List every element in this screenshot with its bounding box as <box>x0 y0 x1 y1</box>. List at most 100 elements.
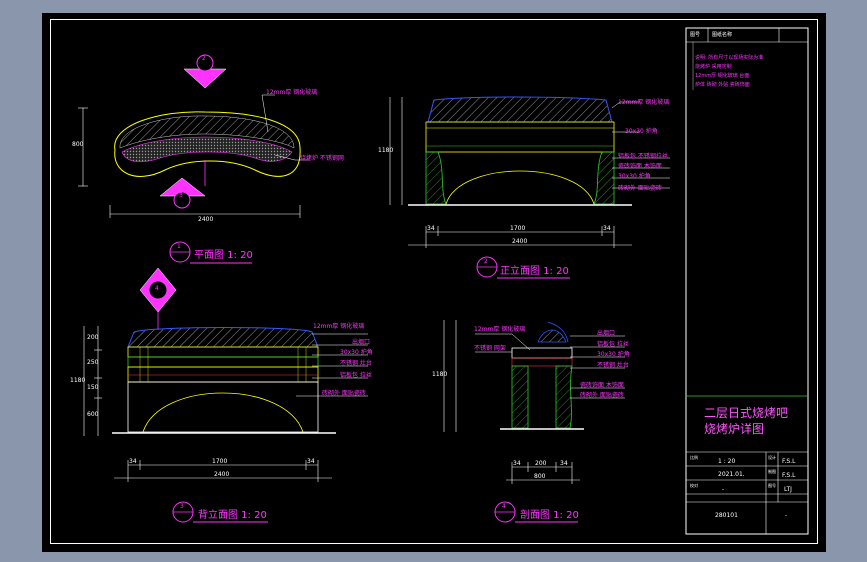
back-dim-height: 1180 <box>70 377 86 384</box>
plan-callout-1: 12mm厚 钢化玻璃 <box>266 89 318 96</box>
section-callout-4: 不锈钢 灶台 <box>597 362 629 369</box>
tb-sheet-value: LTJ <box>784 486 792 493</box>
tb-note-4: 炉体 砖砌 外贴 瓷砖饰面 <box>695 82 750 88</box>
back-dim-left-3: 150 <box>87 384 99 391</box>
tb-sheet-label: 图号 <box>768 483 776 488</box>
front-callout-4: 瓷砖饰面 木饰面 <box>618 163 662 170</box>
section-left-callout-1: 12mm厚 钢化玻璃 <box>474 326 526 333</box>
section-left-callout-2: 不锈钢 网架 <box>474 345 506 352</box>
title-block-frame <box>685 27 809 535</box>
plan-callout-2: 烧烤炉 不锈钢网 <box>300 155 344 162</box>
plan-marker-number: 2 <box>202 55 206 62</box>
section-dim-total: 800 <box>534 473 546 480</box>
tb-note-3: 12mm厚 钢化玻璃 台面 <box>695 73 750 79</box>
plan-marker-bottom-number: 3 <box>179 192 183 199</box>
plan-leader-1 <box>261 94 275 133</box>
plan-view-marker-top <box>183 54 227 89</box>
plan-grill-mesh <box>121 136 293 163</box>
tb-page-value: - <box>785 512 788 519</box>
back-glass-top <box>127 327 319 348</box>
back-elevation <box>83 326 368 482</box>
front-view-title: 正立面图 1: 20 <box>500 266 569 277</box>
back-callout-1: 12mm厚 钢化玻璃 <box>313 323 365 330</box>
front-callout-2: 30x30 护角 <box>625 128 658 135</box>
front-callout-6: 砖砌外 面贴瓷砖 <box>618 185 662 192</box>
section-glass <box>537 329 567 343</box>
front-dim-mid: 1700 <box>510 225 526 232</box>
back-title-marker <box>172 501 268 523</box>
tb-code-value: 280101 <box>715 512 738 519</box>
tb-scale-label: 比例 <box>690 455 698 460</box>
section-title-number: 4 <box>502 503 506 510</box>
back-callout-4: 不锈钢 灶台 <box>340 360 372 367</box>
front-callout-1: 12mm厚 钢化玻璃 <box>618 99 670 106</box>
section-right-leg <box>555 365 573 429</box>
tb-note-2: 烧烤炉 采用定制 <box>695 64 732 70</box>
section-dim-right: 34 <box>560 460 568 467</box>
tb-checker-value: - <box>722 486 725 493</box>
tb-drafter-value: F.S.L <box>782 472 796 479</box>
back-dim-left-1: 200 <box>87 334 99 341</box>
tb-drafter-label: 制图 <box>768 469 776 474</box>
plan-title-number: 1 <box>177 243 181 250</box>
back-callout-5: 铝板包 拉丝 <box>340 372 372 379</box>
front-dim-left: 34 <box>427 225 435 232</box>
back-arch <box>142 392 304 433</box>
tb-scale-value: 1 : 20 <box>718 458 736 465</box>
back-callout-6: 砖砌外 面贴瓷砖 <box>322 390 366 397</box>
back-title-number: 3 <box>180 503 184 510</box>
front-callout-5: 30x30 护角 <box>618 173 651 180</box>
front-callout-3: 铝板包 不锈钢拉丝 <box>618 153 668 160</box>
back-dim-left-2: 250 <box>87 359 99 366</box>
back-marker-diamond <box>139 267 177 330</box>
section-callout-6: 砖砌外 面贴瓷砖 <box>580 392 624 399</box>
section-callout-2: 铝板包 拉丝 <box>597 341 629 348</box>
plan-glass-hatch <box>119 115 295 149</box>
front-right-leg <box>593 151 615 205</box>
front-dim-height: 1180 <box>378 147 394 154</box>
section-left-leg <box>511 365 529 429</box>
front-dim-right: 34 <box>603 225 611 232</box>
back-body <box>127 381 319 433</box>
plan-view-marker-bottom <box>159 177 206 209</box>
section-top <box>511 347 573 359</box>
front-dim-total: 2400 <box>512 238 528 245</box>
front-title-number: 2 <box>484 258 488 265</box>
section-view-title: 剖面图 1: 20 <box>520 510 579 521</box>
front-arch <box>445 170 595 205</box>
section-callout-1: 出烟口 <box>597 330 616 337</box>
tb-header-2: 图纸名称 <box>712 32 733 38</box>
plan-dim-width: 2400 <box>198 216 214 223</box>
front-glass-top <box>427 96 613 123</box>
drawing-border <box>50 19 818 544</box>
back-dim-right: 34 <box>307 458 315 465</box>
back-dim-left: 34 <box>129 458 137 465</box>
front-elevation <box>389 96 670 248</box>
section-title-marker <box>494 501 578 523</box>
plan-view-title: 平面图 1: 20 <box>194 250 253 261</box>
tb-note-1: 说明: 所有尺寸以现场实际为准 <box>695 55 764 61</box>
tb-header-1: 图号 <box>690 32 701 38</box>
front-left-leg <box>425 151 447 205</box>
back-view-title: 背立面图 1: 20 <box>198 510 267 521</box>
back-marker-number: 4 <box>155 285 159 292</box>
tb-designer-label: 设计 <box>768 455 776 460</box>
back-dim-mid: 1700 <box>212 458 228 465</box>
section-callout-5: 瓷砖饰面 木饰面 <box>580 382 624 389</box>
front-marker <box>476 256 570 279</box>
plan-title-marker <box>169 241 252 264</box>
plan-leader-2 <box>274 154 310 161</box>
back-band <box>127 346 319 358</box>
front-band <box>425 121 615 153</box>
back-callout-2: 出烟口 <box>352 339 371 346</box>
section-view <box>443 320 625 484</box>
section-dim-height: 1180 <box>432 371 448 378</box>
plan-dim-depth: 800 <box>72 141 84 148</box>
section-dim-left: 34 <box>513 460 521 467</box>
plan-outline <box>114 111 301 177</box>
plan-view <box>78 94 310 218</box>
back-callout-3: 30x30 护角 <box>340 349 373 356</box>
tb-designer-value: F.S.L <box>782 458 796 465</box>
